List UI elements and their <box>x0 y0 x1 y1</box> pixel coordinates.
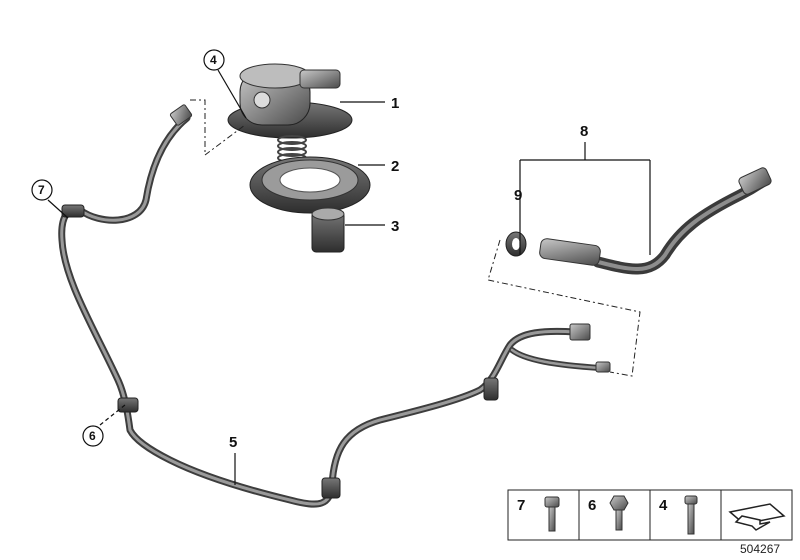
legend-label-4: 4 <box>659 497 668 514</box>
torx-bolt-icon <box>544 496 560 532</box>
callout-4: 4 <box>210 53 217 67</box>
seal-ring <box>249 156 371 214</box>
callout-6-badge: 6 <box>82 425 104 447</box>
legend-label-7: 7 <box>517 497 525 514</box>
diagram-id: 504267 <box>740 542 780 556</box>
callout-4-badge: 4 <box>203 49 225 71</box>
callout-9: 9 <box>514 187 522 204</box>
legend-label-6: 6 <box>588 497 596 514</box>
fuel-line-main <box>58 104 611 508</box>
fuel-pump-assembly <box>227 63 353 163</box>
callout-3: 3 <box>391 218 399 235</box>
callout-8: 8 <box>580 123 588 140</box>
callout-6: 6 <box>89 429 96 443</box>
callout-1: 1 <box>391 95 399 112</box>
callout-5: 5 <box>229 434 237 451</box>
leader-lines <box>47 69 651 485</box>
long-bolt-icon <box>684 495 698 535</box>
callout-2: 2 <box>391 158 399 175</box>
hardware-legend: 7 6 4 <box>507 489 793 541</box>
reference-lines <box>190 99 641 377</box>
hex-bolt-icon <box>609 495 629 531</box>
callout-7: 7 <box>38 183 45 197</box>
callout-7-badge: 7 <box>31 179 53 201</box>
arrow-card-icon <box>728 503 786 531</box>
tappet <box>311 207 345 253</box>
fuel-line-assembly <box>505 167 772 275</box>
